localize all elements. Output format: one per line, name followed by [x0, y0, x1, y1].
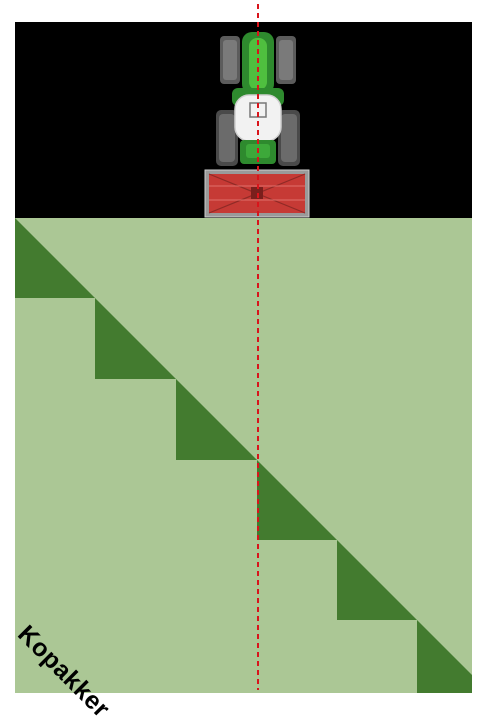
field-view — [0, 0, 482, 695]
